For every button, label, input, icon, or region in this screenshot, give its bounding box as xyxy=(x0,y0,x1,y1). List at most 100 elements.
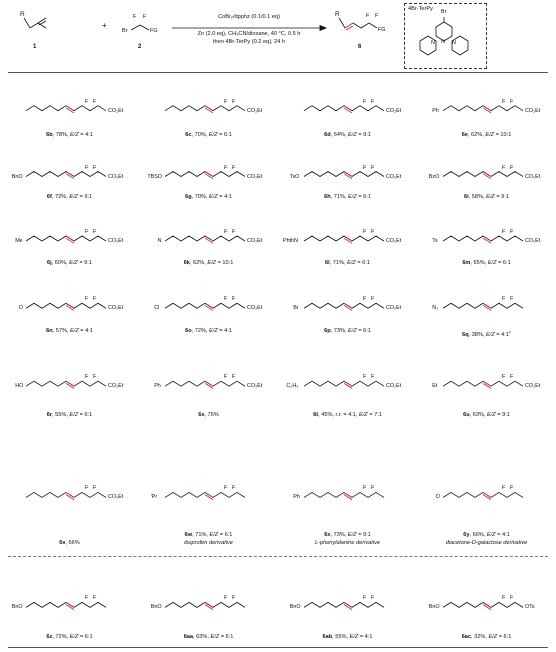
entry-caption: 6z, 72%, E/Z = 6:1 xyxy=(46,634,93,640)
structure-6r xyxy=(25,380,107,389)
atom-f: F xyxy=(371,229,375,235)
entry-caption: 6c, 70%, E/Z = 6:1 xyxy=(185,132,232,138)
alkene-bond xyxy=(204,380,214,387)
functional-group: CO₂Et xyxy=(108,383,124,390)
reactant-2-atom-br: Br xyxy=(122,28,128,34)
structure-6ac xyxy=(442,601,524,610)
structure-6ab xyxy=(303,601,385,610)
ligand-structure xyxy=(419,17,469,56)
atom-f: F xyxy=(363,229,367,235)
alkene-bond xyxy=(343,105,353,112)
alkene-double-bond xyxy=(482,173,492,180)
atom-f: F xyxy=(93,595,97,602)
compound-id: 6s xyxy=(198,412,205,418)
ez-label: E/Z xyxy=(485,132,495,138)
alkene-double-bond xyxy=(65,383,75,389)
alkene-double-bond xyxy=(343,604,353,610)
atom-f: F xyxy=(371,374,375,381)
entry-caption: 6x, 73%, E/Z = 9:1 xyxy=(324,532,371,538)
compound-id: 6z xyxy=(46,634,53,640)
atom-f: F xyxy=(232,374,236,381)
ez-label: E/Z xyxy=(348,132,357,138)
alkene-double-bond xyxy=(204,237,214,244)
ez-label: E/Z xyxy=(486,194,495,200)
entry-caption: 6k, 62%, E/Z = 10:1 xyxy=(183,260,234,266)
atom-f: F xyxy=(510,98,514,105)
structure-6u xyxy=(442,380,524,389)
substituent-label: Ph xyxy=(154,383,161,390)
alkene-double-bond xyxy=(65,237,75,244)
compound-id: 6k xyxy=(183,260,190,266)
substituent-label: N xyxy=(157,238,162,244)
alkene-double-bond xyxy=(204,173,214,180)
entry-caption: 6e, 62%, E/Z = 10:1 xyxy=(461,132,512,138)
substituent-label: C₂H₅ xyxy=(286,383,299,390)
substituent-label: Ph xyxy=(432,107,439,114)
atom-f: F xyxy=(371,595,375,602)
structure-6n xyxy=(25,302,107,311)
substituent-label: BnO xyxy=(150,604,162,611)
structure-6aa xyxy=(164,601,246,610)
entry-caption: 6j, 60%, E/Z = 9:1 xyxy=(47,260,92,266)
substituent-label: BzO xyxy=(428,173,440,180)
atom-f: F xyxy=(93,485,97,492)
atom-f: F xyxy=(224,164,228,171)
compound-id: 6t xyxy=(313,412,319,418)
reactant-2-number: 2 xyxy=(138,44,142,50)
ez-label: E/Z xyxy=(348,194,357,200)
alkene-double-bond xyxy=(343,494,353,500)
structure-6d xyxy=(303,105,385,114)
reactant-1-number: 1 xyxy=(33,44,37,50)
atom-f: F xyxy=(510,296,514,303)
alkene-double-bond xyxy=(482,107,492,114)
alkene-bond xyxy=(65,380,75,387)
entry-caption: 6r, 55%, E/Z = 6:1 xyxy=(46,412,93,418)
alkene-double-bond xyxy=(482,237,492,244)
alkene-double-bond xyxy=(482,383,492,389)
entry-caption: 6q, 38%, E/Z = 4:1c xyxy=(462,329,511,338)
atom-f: F xyxy=(510,229,514,235)
atom-f: F xyxy=(502,485,506,492)
atom-f: F xyxy=(502,229,506,235)
ligand-title: 4Br-TerPy xyxy=(408,6,433,12)
structure-6j xyxy=(25,235,107,244)
structure-6s xyxy=(164,380,246,389)
atom-f: F xyxy=(93,229,97,235)
carbon-chain xyxy=(164,302,246,309)
atom-f: F xyxy=(371,485,375,492)
substituent-label: PhthN xyxy=(283,238,298,244)
reactant-2-atom-fg: FG xyxy=(150,28,158,34)
ligand-atom-n3: N xyxy=(452,40,456,46)
functional-group: CO₂Et xyxy=(108,107,124,114)
product-r-label: R xyxy=(335,11,340,18)
atom-f: F xyxy=(93,164,97,171)
substituent-label: TBSO xyxy=(147,173,163,180)
atom-f: F xyxy=(363,98,367,105)
reactant-2-atom-f1: F xyxy=(133,14,137,20)
atom-f: F xyxy=(510,164,514,171)
atom-f: F xyxy=(85,229,89,235)
atom-f: F xyxy=(371,296,375,303)
alkene-bond xyxy=(343,602,353,608)
compound-id: 6b xyxy=(46,132,53,138)
alkene-bond xyxy=(482,235,492,242)
atom-f: F xyxy=(224,296,228,303)
atom-f: F xyxy=(85,374,89,381)
ez-label: E/Z xyxy=(69,194,78,200)
atom-f: F xyxy=(363,374,367,381)
ez-label: E/Z xyxy=(486,532,496,538)
functional-group: CO₂Et xyxy=(108,238,124,244)
ez-label: E/Z xyxy=(209,328,218,334)
ligand-atom-br: Br xyxy=(441,9,447,15)
substituent-label: Ts xyxy=(432,238,438,244)
alkene-bond xyxy=(204,235,214,242)
ez-label: E/Z xyxy=(208,132,218,138)
atom-f: F xyxy=(502,374,506,381)
